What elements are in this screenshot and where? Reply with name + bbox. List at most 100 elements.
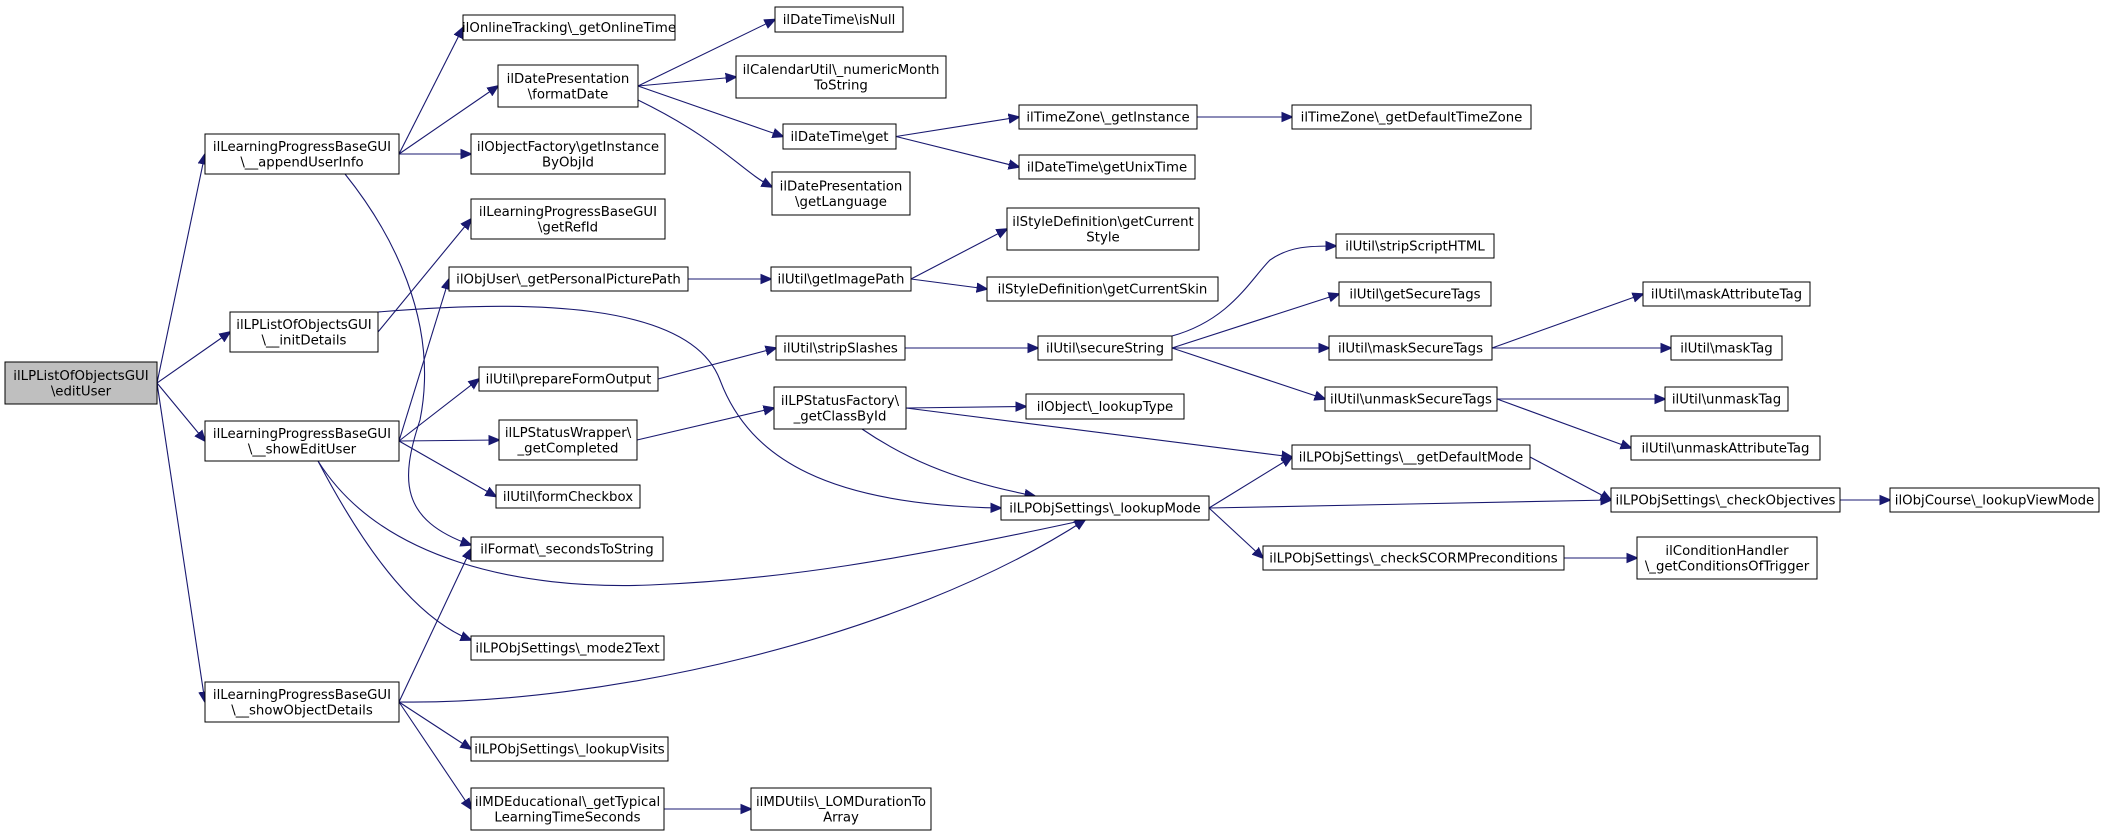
node-current-skin[interactable]: ilStyleDefinition\getCurrentSkin (986, 276, 1219, 302)
node-label: \__showObjectDetails (231, 703, 373, 718)
node-box (770, 266, 912, 292)
edge-status-wrapper-to-status-factory (636, 408, 774, 441)
node-label: ilLPObjSettings\_lookupVisits (474, 743, 665, 758)
node-format-date[interactable]: ilDatePresentation\formatDate (497, 64, 639, 108)
node-box (1889, 487, 2100, 513)
node-online-tracking[interactable]: ilOnlineTracking\_getOnlineTime (462, 14, 676, 41)
node-get-secure-tags[interactable]: ilUtil\getSecureTags (1338, 281, 1492, 307)
nodes-layer: ilLPListOfObjectsGUI\editUser ilLearningP… (4, 6, 2100, 831)
edge-show-edit-user-to-form-checkbox (398, 440, 496, 497)
node-box (782, 123, 897, 150)
node-label: ilMDUtils\_LOMDurationTo (756, 795, 926, 810)
node-unix-time[interactable]: ilDateTime\getUnixTime (1018, 154, 1196, 180)
node-label: ilStyleDefinition\getCurrent (1012, 215, 1193, 230)
edge-show-object-details-to-md-educational (398, 701, 471, 809)
node-form-checkbox[interactable]: ilUtil\formCheckbox (495, 484, 641, 509)
node-label: ToString (813, 78, 868, 93)
node-box (1262, 545, 1565, 571)
node-label: ilLPObjSettings\_lookupMode (1009, 502, 1200, 517)
node-get-default-mode[interactable]: ilLPObjSettings\__getDefaultMode (1291, 444, 1531, 470)
edge-format-date-to-get-language (637, 99, 772, 187)
node-label: LearningTimeSeconds (494, 810, 640, 825)
node-mask-tag[interactable]: ilUtil\maskTag (1670, 335, 1783, 361)
edge-get-image-path-to-current-skin (910, 278, 987, 289)
node-lookup-visits[interactable]: ilLPObjSettings\_lookupVisits (470, 736, 669, 762)
node-box (1025, 393, 1185, 420)
node-secure-string[interactable]: ilUtil\secureString (1037, 335, 1173, 361)
node-personal-picture[interactable]: ilObjUser\_getPersonalPicturePath (448, 266, 689, 292)
edge-show-edit-user-to-prepare-form-output (398, 379, 479, 442)
node-prepare-form-output[interactable]: ilUtil\prepareFormOutput (478, 366, 659, 392)
node-label: ilLPStatusWrapper\ (505, 426, 632, 441)
edge-get-image-path-to-current-style (910, 229, 1007, 280)
node-lookup-mode[interactable]: ilLPObjSettings\_lookupMode (1000, 495, 1210, 521)
node-box (774, 6, 904, 33)
node-status-factory[interactable]: ilLPStatusFactory\_getClassById (773, 386, 907, 430)
node-tz-get-instance[interactable]: ilTimeZone\_getInstance (1018, 104, 1198, 130)
edge-init-details-to-lookup-mode (377, 305, 1001, 508)
node-strip-slashes[interactable]: ilUtil\stripSlashes (775, 335, 906, 361)
node-get-image-path[interactable]: ilUtil\getImagePath (770, 266, 912, 292)
edge-mask-secure-tags-to-mask-attribute-tag (1491, 294, 1643, 349)
node-show-object-details[interactable]: ilLearningProgressBaseGUI\__showObjectDe… (204, 681, 400, 723)
node-check-objectives[interactable]: ilLPObjSettings\_checkObjectives (1610, 487, 1841, 513)
node-show-edit-user[interactable]: ilLearningProgressBaseGUI\__showEditUser (204, 420, 400, 462)
node-md-educational[interactable]: ilMDEducational\_getTypicalLearningTimeS… (470, 787, 665, 831)
node-status-wrapper[interactable]: ilLPStatusWrapper\_getCompleted (498, 419, 638, 461)
node-label: ilFormat\_secondsToString (480, 543, 653, 558)
node-get-language[interactable]: ilDatePresentation\getLanguage (771, 171, 911, 216)
node-init-details[interactable]: ilLPListOfObjectsGUI\__initDetails (229, 311, 379, 353)
node-unmask-tag[interactable]: ilUtil\unmaskTag (1664, 386, 1789, 412)
node-label: \formatDate (528, 87, 609, 102)
node-unmask-secure-tags[interactable]: ilUtil\unmaskSecureTags (1324, 386, 1498, 412)
node-label: ByObjId (542, 155, 594, 170)
node-label: ilUtil\secureString (1046, 342, 1164, 357)
edge-init-details-to-get-ref-id (377, 219, 471, 333)
node-unmask-attribute-tag[interactable]: ilUtil\unmaskAttributeTag (1630, 435, 1821, 461)
node-mask-secure-tags[interactable]: ilUtil\maskSecureTags (1328, 335, 1493, 361)
node-seconds-to-string[interactable]: ilFormat\_secondsToString (470, 536, 664, 562)
edge-get-default-mode-to-check-objectives (1529, 456, 1611, 500)
node-label: ilLPObjSettings\_checkObjectives (1616, 494, 1836, 509)
node-strip-script-html[interactable]: ilUtil\stripScriptHTML (1335, 233, 1495, 259)
node-lookup-type[interactable]: ilObject\_lookupType (1025, 393, 1185, 420)
node-box (495, 484, 641, 509)
node-label: _getCompleted (516, 441, 618, 456)
node-condition-handler[interactable]: ilConditionHandler\_getConditionsOfTrigg… (1636, 536, 1818, 580)
node-label: ilDatePresentation (507, 72, 630, 87)
node-label: \editUser (51, 384, 112, 399)
node-mode2text[interactable]: ilLPObjSettings\_mode2Text (470, 635, 665, 661)
node-label: ilMDEducational\_getTypical (475, 795, 660, 810)
edge-status-factory-to-lookup-type (905, 407, 1026, 409)
node-append-user-info[interactable]: ilLearningProgressBaseGUI\__appendUserIn… (204, 133, 400, 175)
node-mask-attribute-tag[interactable]: ilUtil\maskAttributeTag (1642, 281, 1811, 307)
node-label: ilDatePresentation (780, 179, 903, 194)
edge-append-user-info-to-seconds-to-string (344, 173, 471, 545)
node-lookup-view-mode[interactable]: ilObjCourse\_lookupViewMode (1889, 487, 2100, 513)
node-label: ilUtil\getSecureTags (1349, 288, 1480, 303)
node-box (1291, 104, 1532, 130)
edge-status-factory-to-get-default-mode (905, 407, 1292, 457)
node-label: ilCalendarUtil\_numericMonth (743, 63, 940, 78)
node-tz-default[interactable]: ilTimeZone\_getDefaultTimeZone (1291, 104, 1532, 130)
node-edit-user[interactable]: ilLPListOfObjectsGUI\editUser (4, 361, 158, 405)
edges-layer (156, 20, 1890, 810)
node-box (1328, 335, 1493, 361)
node-label: ilUtil\maskSecureTags (1338, 342, 1483, 357)
node-get-ref-id[interactable]: ilLearningProgressBaseGUI\getRefId (470, 198, 666, 240)
node-box (204, 420, 400, 462)
node-datetime-get[interactable]: ilDateTime\get (782, 123, 897, 150)
node-box (1636, 536, 1818, 580)
node-label: ilUtil\unmaskTag (1672, 393, 1781, 408)
node-box (462, 14, 676, 41)
node-label: ilObjCourse\_lookupViewMode (1895, 494, 2094, 509)
node-date-is-null[interactable]: ilDateTime\isNull (774, 6, 904, 33)
node-label: ilUtil\stripScriptHTML (1345, 240, 1485, 255)
node-label: ilOnlineTracking\_getOnlineTime (462, 21, 676, 36)
node-box (498, 419, 638, 461)
node-check-scorm[interactable]: ilLPObjSettings\_checkSCORMPreconditions (1262, 545, 1565, 571)
